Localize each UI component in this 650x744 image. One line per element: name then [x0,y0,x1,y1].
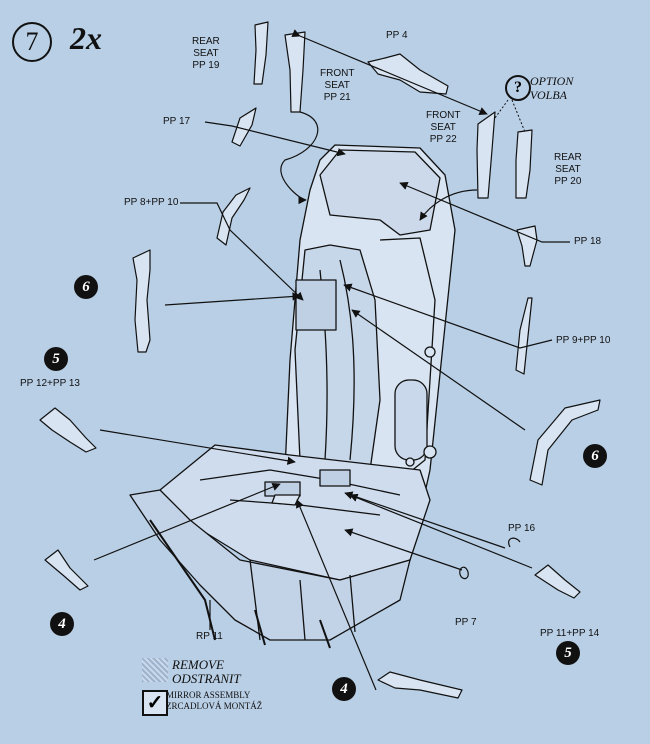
arrow-pp21 [280,111,319,205]
callout-4-bottom: 4 [332,677,356,701]
label-line: FRONT [320,68,355,79]
label-line: SEAT [324,80,350,91]
part-pp4-icon [367,53,449,95]
part-pp11-14-icon [534,564,581,599]
part-strap-6-right-icon [529,399,601,486]
callout-5-left: 5 [44,347,68,371]
callout-5-right: 5 [556,641,580,665]
arrow-pp17 [204,121,346,157]
label-pp4: PP 4 [386,30,408,41]
part-pp12-13-icon [39,407,97,453]
arrow-pp9-10 [343,283,553,349]
option-line1: OPTION [530,74,574,88]
arrow-strap-4-bottom [296,499,377,691]
arrow-pp4 [291,29,488,115]
label-front-seat-pp22: FRONT SEAT PP 22 [426,110,460,146]
label-rear-seat-pp19: REAR SEAT PP 19 [192,36,220,72]
arrow-pp11-14 [349,493,533,569]
legend-mirror: MIRROR ASSEMBLY ZRCADLOVÁ MONTÁŽ [166,690,262,712]
label-line: REAR [192,36,220,47]
arrow-pp7 [344,528,463,571]
label-line: PP 19 [192,60,220,71]
label-pp9-10: PP 9+PP 10 [556,335,611,346]
label-line: SEAT [193,48,219,59]
arrow-strap-6-right [351,309,526,431]
part-pp19-icon [253,21,269,85]
arrow-strap-4-left [93,482,281,561]
label-line: PP 20 [554,176,582,187]
legend-mirror-en: MIRROR ASSEMBLY [166,690,251,700]
step-number-badge: 7 [12,22,52,62]
label-rp11: RP 11 [196,631,223,642]
arrow-pp8-10 [180,202,304,301]
part-pp22-icon [476,111,496,199]
quantity-label: 2x [70,20,102,56]
callout-6-left: 6 [74,275,98,299]
part-strap-4-left-icon [44,549,89,591]
label-pp16: PP 16 [508,523,536,534]
ejection-seat [129,144,456,649]
label-pp8-10: PP 8+PP 10 [124,197,179,208]
arrow-strap-6-left [164,292,301,306]
legend-remove-cz: ODSTRANIT [172,671,241,686]
checkmark-icon: ✓ [142,690,168,716]
label-line: FRONT [426,110,461,121]
part-pp21-icon [284,31,306,113]
label-pp7: PP 7 [455,617,477,628]
label-line: SEAT [555,164,581,175]
arrow-pp22 [419,189,478,221]
part-pp17-icon [231,107,257,147]
label-rear-seat-pp20: REAR SEAT PP 20 [554,152,582,188]
label-line: PP 21 [323,92,351,103]
callout-4-left: 4 [50,612,74,636]
label-line: SEAT [430,122,456,133]
label-line: REAR [554,152,582,163]
seat-legs [149,519,331,649]
arrow-pp12-13 [99,429,296,465]
callout-6-right: 6 [583,444,607,468]
option-label: OPTION VOLBA [530,74,573,102]
label-line: PP 22 [429,134,457,145]
part-strap-6-left-icon [132,249,151,353]
part-pp18-icon [516,225,538,267]
part-pp9-10-icon [515,297,533,375]
seat-pan [159,444,431,581]
label-pp11-14: PP 11+PP 14 [540,628,600,639]
part-pp16-icon [508,537,521,548]
label-pp12-13: PP 12+PP 13 [20,378,80,389]
option-line2: VOLBA [530,88,567,102]
arrow-pp18 [399,182,570,243]
part-strap-4-bottom-icon [377,671,463,699]
label-front-seat-pp21: FRONT SEAT PP 21 [320,68,354,104]
remove-swatch [142,658,168,682]
seat-headbox [319,149,441,236]
legend-remove-en: REMOVE [172,657,224,672]
part-pp8-10-icon [216,187,251,246]
part-pp7-icon [459,566,469,580]
label-pp17: PP 17 [163,116,191,127]
legend-remove: REMOVE ODSTRANIT [172,658,241,686]
part-pp20-icon [515,129,533,199]
arrow-pp16 [344,491,506,549]
legend-mirror-cz: ZRCADLOVÁ MONTÁŽ [166,701,263,711]
question-mark-icon: ? [505,75,531,101]
label-pp18: PP 18 [574,236,602,247]
